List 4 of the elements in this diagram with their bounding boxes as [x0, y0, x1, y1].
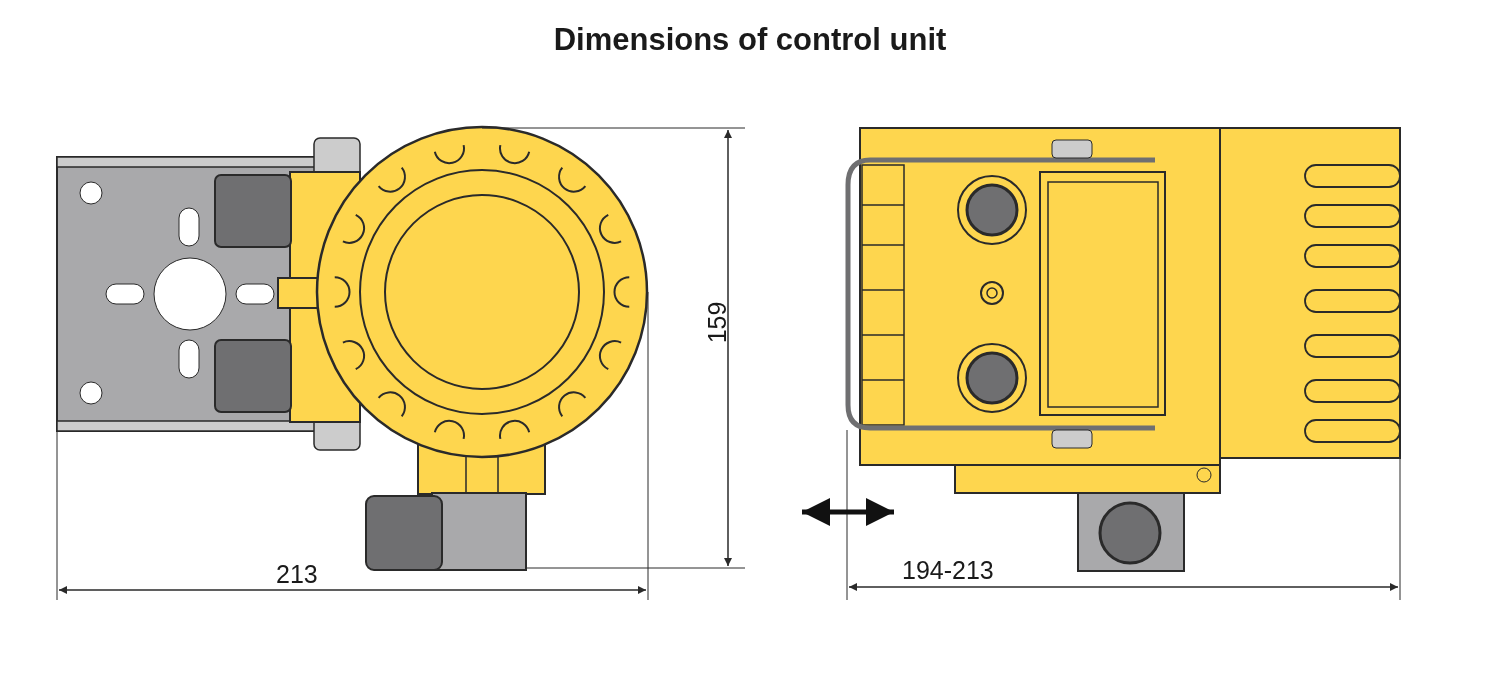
dimension-label: 213 [276, 562, 318, 587]
dimension-label: 159 [705, 301, 731, 344]
diagram-title: Dimensions of control unit [553, 22, 947, 58]
dimension-label: 194-213 [902, 558, 994, 583]
